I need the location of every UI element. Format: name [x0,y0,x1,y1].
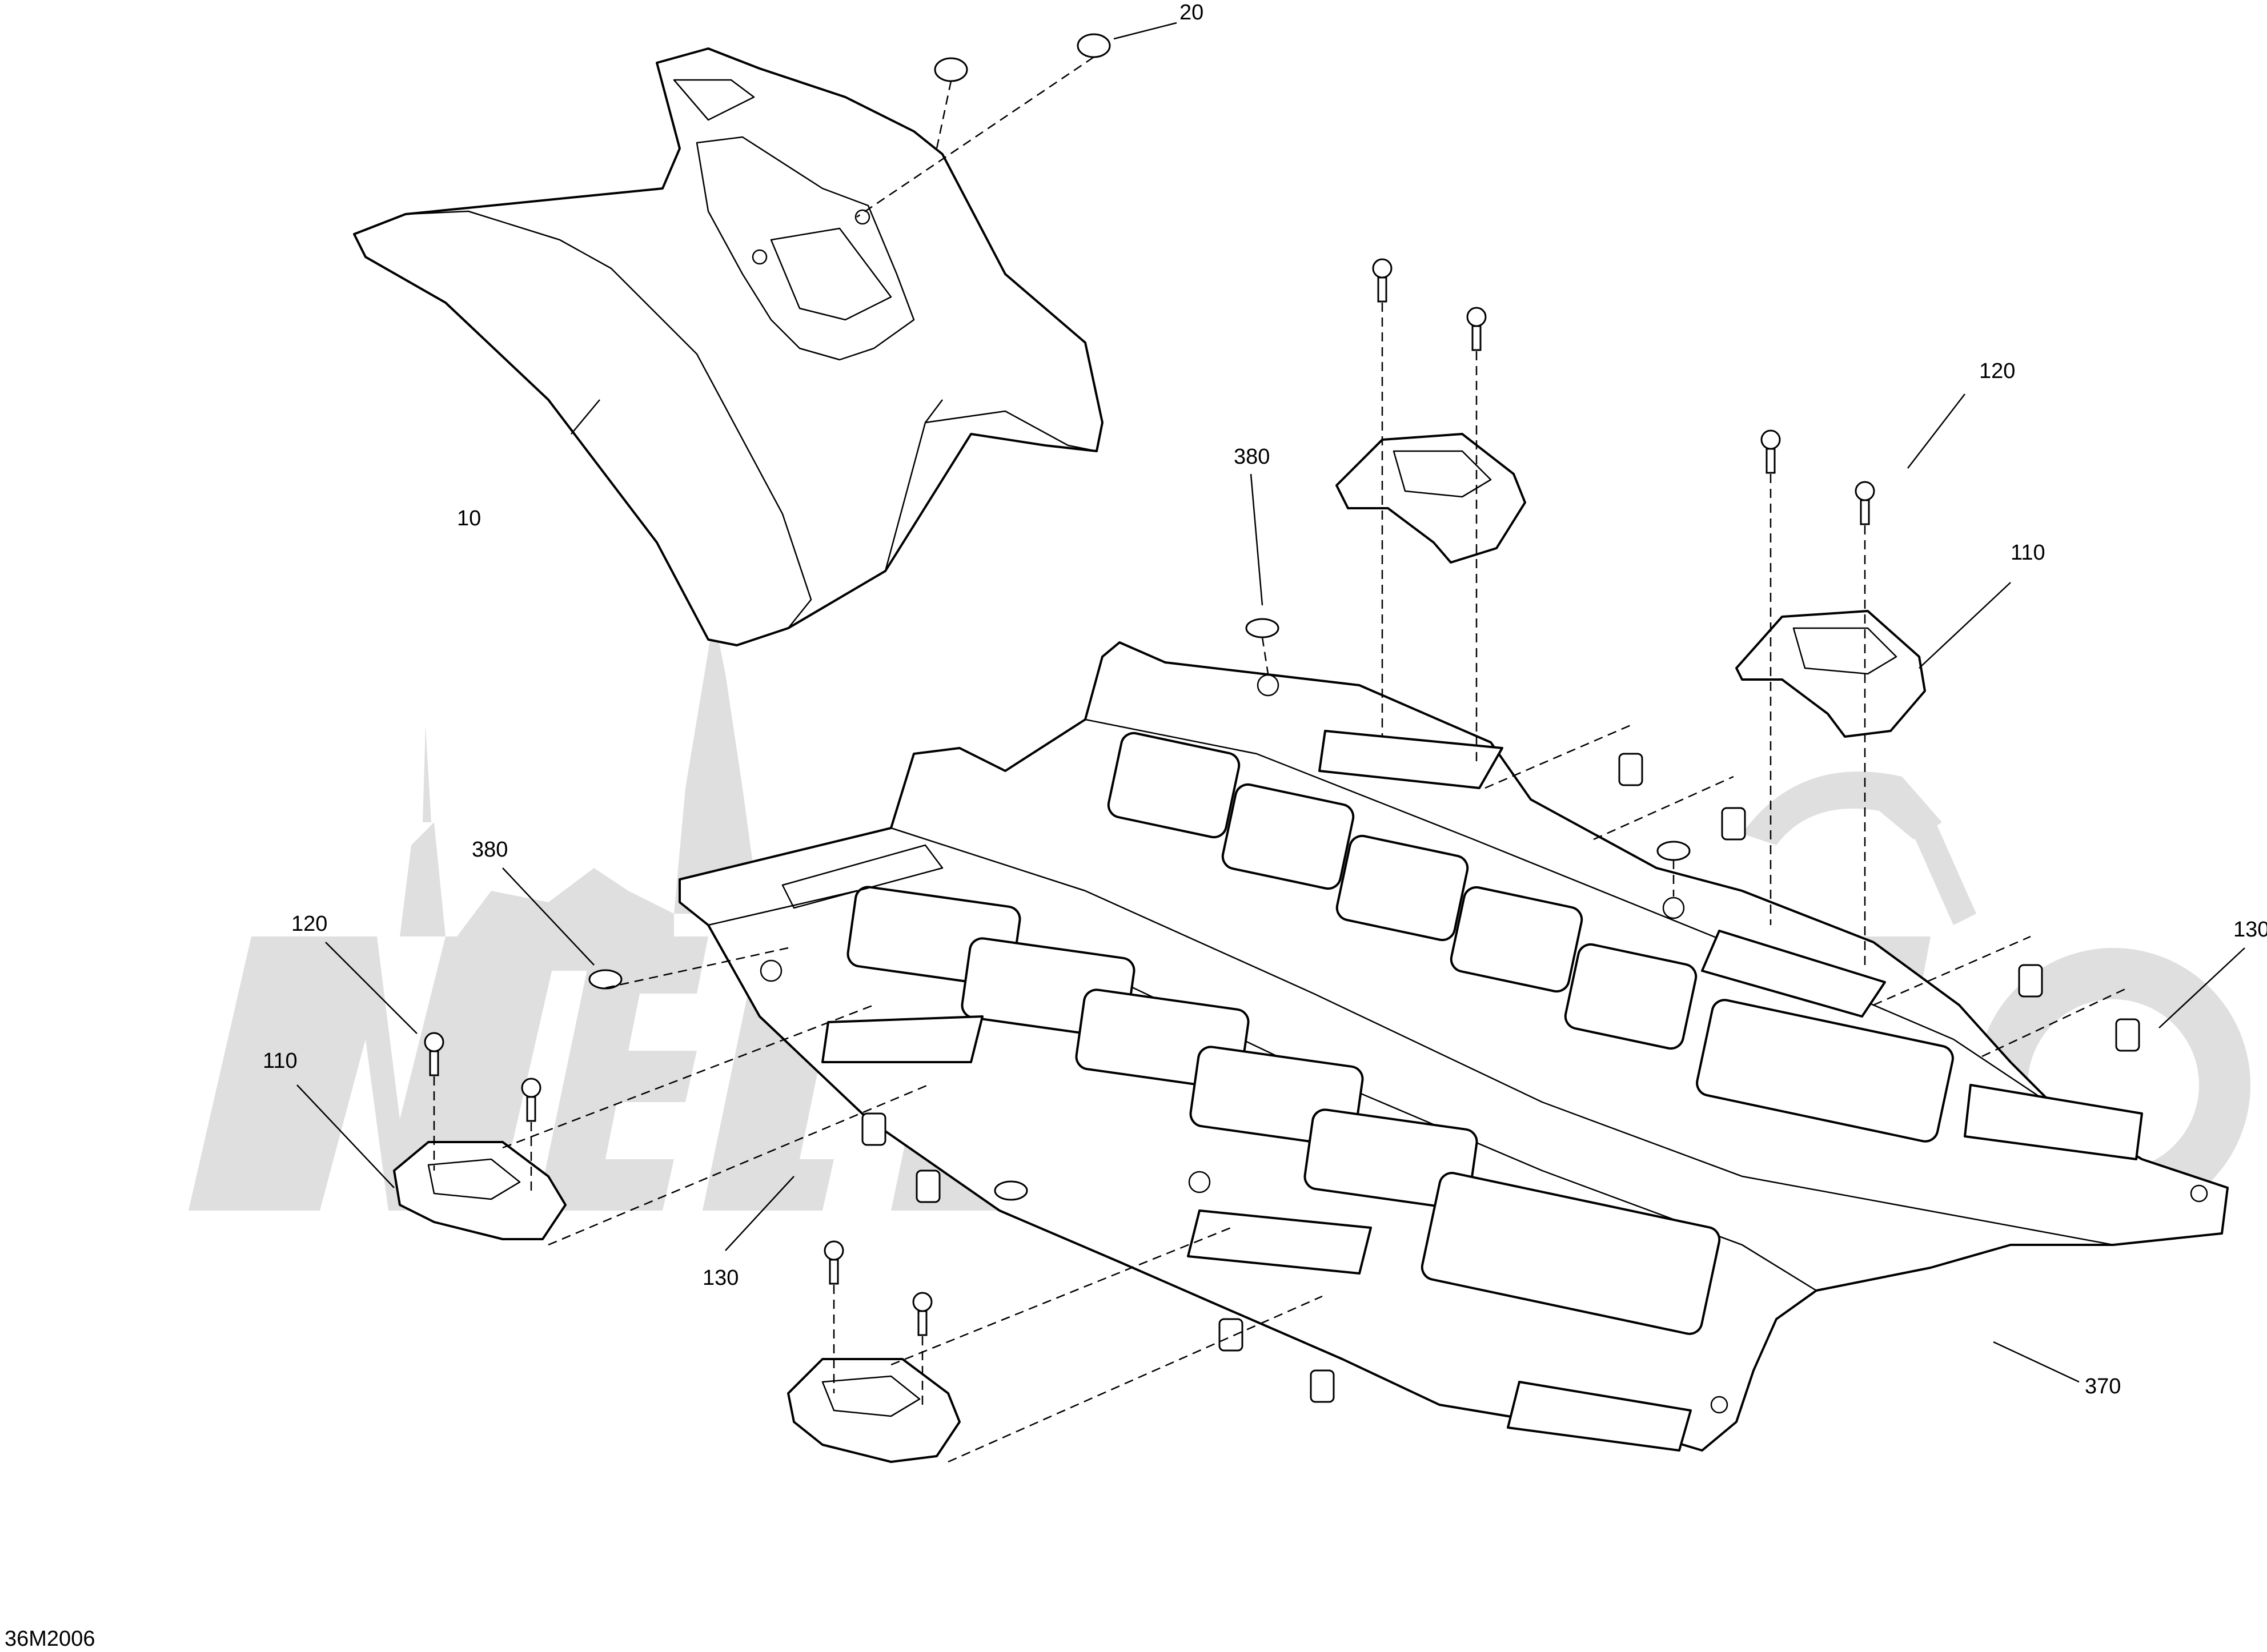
callout-380-left: 380 [472,838,508,862]
screw-120-5 [424,1032,444,1076]
callout-370: 370 [2085,1374,2121,1398]
pin-380-4 [994,1180,1028,1201]
bracket-110-bottom [787,1358,961,1463]
clip-20-1 [934,57,968,82]
nut-130-2 [1721,807,1746,841]
callout-380-mid: 380 [1234,445,1270,469]
skid-plate-370 [679,641,2229,1452]
pin-380-2 [1656,841,1691,861]
bracket-110-left [393,1141,567,1240]
fender-panel-10 [353,47,1104,646]
callout-130-left: 130 [703,1266,739,1290]
callout-10: 10 [457,507,481,530]
assembly-lines [433,56,2128,1463]
leader-lines [296,22,2245,1383]
screw-120-6 [521,1078,541,1122]
nut-130-6 [916,1169,941,1203]
screw-120-7 [824,1240,844,1285]
screw-120-1 [1372,258,1393,303]
bracket-110-right [1735,610,1926,738]
nut-130-3 [2018,964,2043,998]
callout-20: 20 [1179,1,1203,25]
bracket-110-top [1335,433,1526,564]
pin-380-3 [588,969,623,990]
callout-130-right: 130 [2233,918,2267,942]
pin-380-1 [1245,618,1279,638]
fasteners [424,33,2140,1403]
screw-120-4 [1855,481,1875,525]
clip-20-2 [1077,33,1111,58]
screw-120-2 [1466,307,1487,351]
screw-120-3 [1760,429,1781,474]
screw-120-8 [912,1292,933,1336]
nut-130-1 [1618,753,1643,786]
callout-110-right: 110 [2011,541,2045,565]
nut-130-4 [2115,1018,2140,1052]
nut-130-5 [861,1112,886,1146]
drawing-code: 36M2006 [5,1627,95,1651]
callout-120-right: 120 [1979,359,2015,383]
callout-120-left: 120 [291,912,327,936]
nut-130-7 [1218,1318,1243,1352]
callout-110-left: 110 [263,1049,298,1073]
nut-130-8 [1310,1369,1335,1403]
